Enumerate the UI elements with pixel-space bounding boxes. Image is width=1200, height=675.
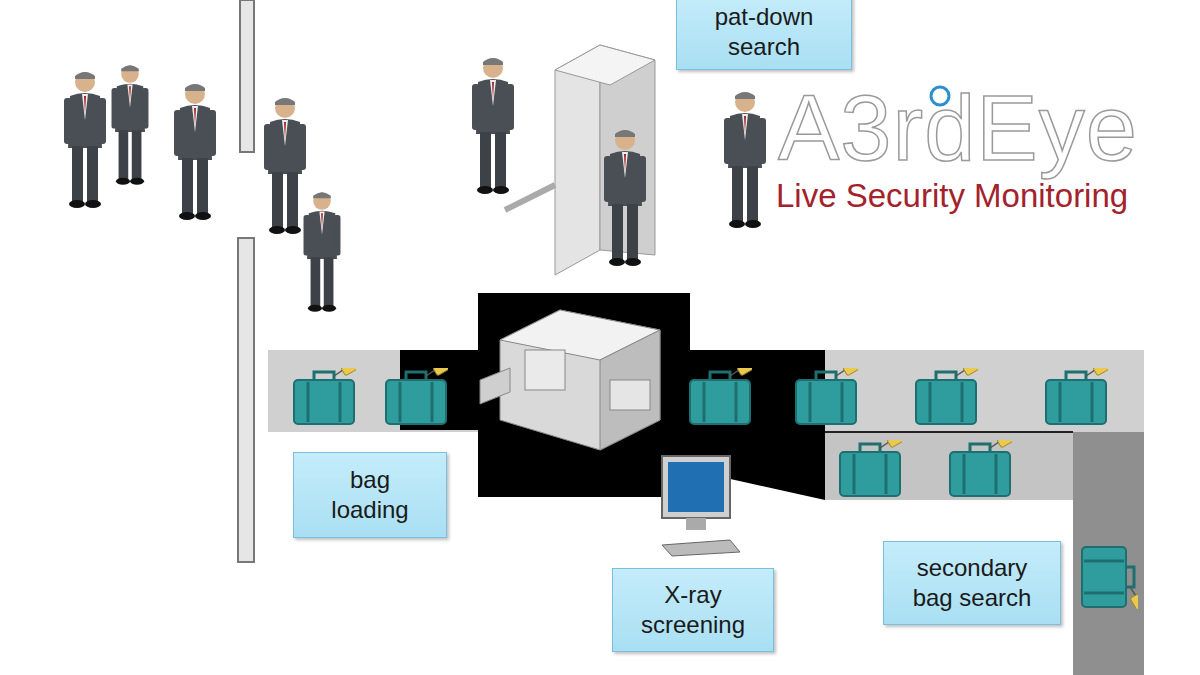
step-label: pat-down search (708, 2, 820, 62)
step-label: secondary bag search (906, 553, 1038, 613)
step-box: bag loading (293, 452, 447, 538)
watermark-tagline: Live Security Monitoring (776, 178, 1128, 214)
step-label: X-ray screening (632, 580, 754, 640)
watermark-logo: A3rdEye (778, 82, 1138, 174)
step-box: secondary bag search (883, 541, 1061, 625)
step-box: pat-down search (676, 0, 852, 70)
step-box: X-ray screening (612, 568, 774, 652)
step-label: bag loading (320, 465, 420, 525)
